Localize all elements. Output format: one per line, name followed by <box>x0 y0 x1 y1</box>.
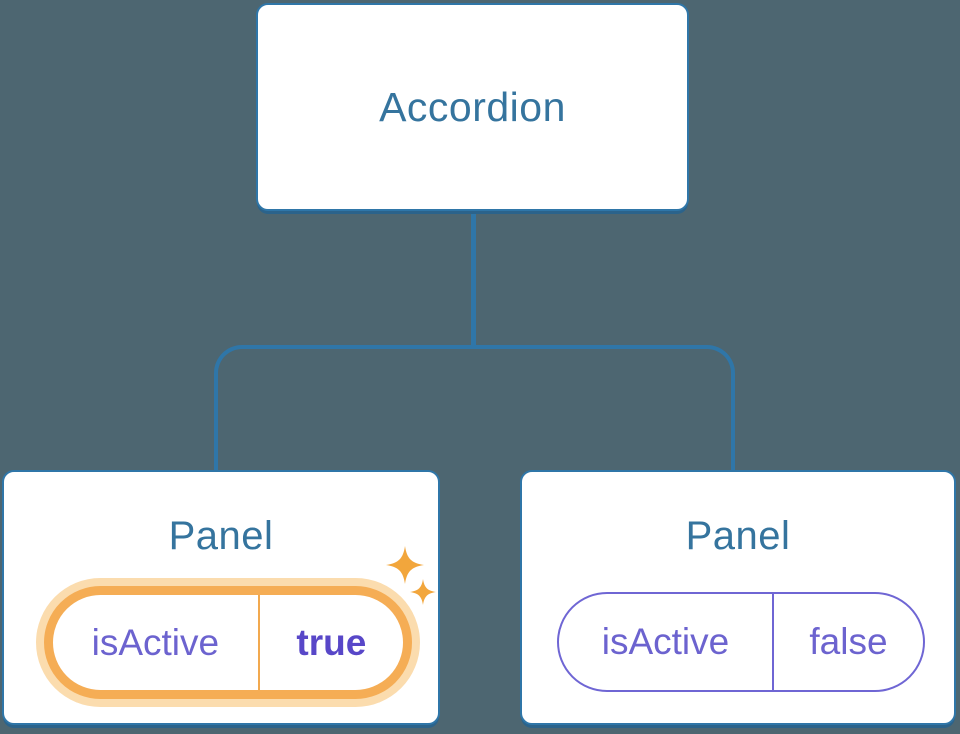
panel-node-inactive: Panel isActive false <box>520 470 956 725</box>
panel-node-label: Panel <box>685 514 791 558</box>
state-pill-inactive: isActive false <box>557 592 925 692</box>
pill-divider <box>771 594 774 690</box>
state-pill-active: isActive true <box>44 586 412 699</box>
state-value-label: false <box>809 621 888 662</box>
sparkle-icon <box>386 546 424 584</box>
state-name-label: isActive <box>601 621 730 662</box>
connector-branch-bracket <box>214 345 735 472</box>
accordion-node-label: Accordion <box>379 83 566 130</box>
panel-node-label: Panel <box>168 514 274 558</box>
accordion-node: Accordion <box>256 3 689 211</box>
state-name-label: isActive <box>91 621 220 663</box>
pill-divider <box>257 595 260 690</box>
sparkle-icon <box>410 579 436 605</box>
panel-node-active: Panel isActive true <box>2 470 440 725</box>
connector-root-drop-line <box>471 200 476 348</box>
state-value-label: true <box>296 621 367 663</box>
